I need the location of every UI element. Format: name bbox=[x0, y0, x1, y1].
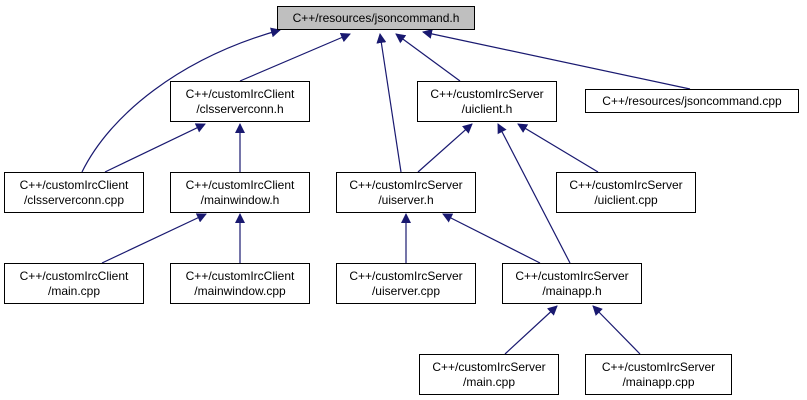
edge-client_main-to-client_mwh bbox=[101, 213, 207, 264]
edge-server_uich-to-root bbox=[395, 33, 461, 82]
node-client-clsserverconn-h[interactable]: C++/customIrcClient /clsserverconn.h bbox=[170, 81, 310, 122]
node-label: /main.cpp bbox=[462, 374, 516, 389]
node-label: C++/resources/jsoncommand.h bbox=[292, 10, 460, 25]
node-label: C++/customIrcClient bbox=[185, 268, 295, 283]
edges bbox=[81, 27, 691, 355]
node-label: /mainapp.h bbox=[542, 283, 602, 298]
edge-server_uish-to-server_uich bbox=[417, 123, 473, 173]
node-jsoncommand-cpp[interactable]: C++/resources/jsoncommand.cpp bbox=[585, 89, 799, 113]
node-client-main-cpp[interactable]: C++/customIrcClient /main.cpp bbox=[4, 263, 144, 304]
edge-server_uish-to-root bbox=[376, 33, 402, 173]
node-label: /mainapp.cpp bbox=[622, 374, 695, 389]
node-label: C++/customIrcServer bbox=[601, 359, 716, 374]
node-label: C++/customIrcClient bbox=[19, 177, 129, 192]
edge-server_mah-to-server_uich bbox=[497, 123, 571, 264]
node-server-mainapp-h[interactable]: C++/customIrcServer /mainapp.h bbox=[502, 263, 642, 304]
node-label: C++/customIrcClient bbox=[185, 86, 295, 101]
node-label: C++/customIrcServer bbox=[569, 177, 683, 192]
node-client-mainwindow-h[interactable]: C++/customIrcClient /mainwindow.h bbox=[170, 172, 310, 213]
node-label: C++/customIrcClient bbox=[185, 177, 295, 192]
node-client-clsserverconn-cpp[interactable]: C++/customIrcClient /clsserverconn.cpp bbox=[4, 172, 144, 213]
edge-rootcpp-to-root bbox=[422, 28, 691, 90]
node-label: /uiclient.cpp bbox=[594, 192, 658, 207]
edge-server_main-to-server_mah bbox=[504, 305, 558, 355]
node-server-main-cpp[interactable]: C++/customIrcServer /main.cpp bbox=[419, 354, 559, 395]
node-label: /main.cpp bbox=[47, 283, 101, 298]
node-label: C++/customIrcServer bbox=[349, 268, 463, 283]
node-label: /uiserver.h bbox=[378, 192, 434, 207]
edge-client_conncpp-to-client_connh bbox=[104, 123, 206, 173]
node-server-uiserver-cpp[interactable]: C++/customIrcServer /uiserver.cpp bbox=[336, 263, 476, 304]
node-label: /clsserverconn.h bbox=[196, 101, 284, 116]
node-label: C++/customIrcClient bbox=[19, 268, 129, 283]
node-label: C++/customIrcServer bbox=[515, 268, 629, 283]
node-label: C++/customIrcServer bbox=[430, 86, 544, 101]
edge-client_conncpp-to-root bbox=[81, 27, 281, 173]
node-label: /mainwindow.h bbox=[200, 192, 280, 207]
node-label: C++/customIrcServer bbox=[432, 359, 546, 374]
node-label: /uiserver.cpp bbox=[371, 283, 441, 298]
node-server-uiclient-cpp[interactable]: C++/customIrcServer /uiclient.cpp bbox=[556, 172, 696, 213]
node-label: /clsserverconn.cpp bbox=[23, 192, 125, 207]
edge-server_uiccpp-to-server_uich bbox=[517, 123, 599, 173]
edge-client_connh-to-root bbox=[239, 32, 351, 82]
node-server-uiclient-h[interactable]: C++/customIrcServer /uiclient.h bbox=[417, 81, 557, 122]
node-label: /uiclient.h bbox=[461, 101, 513, 116]
node-label: C++/resources/jsoncommand.cpp bbox=[602, 93, 782, 108]
node-client-mainwindow-cpp[interactable]: C++/customIrcClient /mainwindow.cpp bbox=[170, 263, 310, 304]
node-server-mainapp-cpp[interactable]: C++/customIrcServer /mainapp.cpp bbox=[585, 354, 732, 395]
node-label: /mainwindow.cpp bbox=[194, 283, 286, 298]
node-server-uiserver-h[interactable]: C++/customIrcServer /uiserver.h bbox=[336, 172, 476, 213]
node-label: C++/customIrcServer bbox=[349, 177, 463, 192]
node-root[interactable]: C++/resources/jsoncommand.h bbox=[277, 6, 475, 30]
edge-server_macpp-to-server_mah bbox=[592, 305, 641, 355]
edge-server_mah-to-server_uish bbox=[442, 213, 541, 264]
